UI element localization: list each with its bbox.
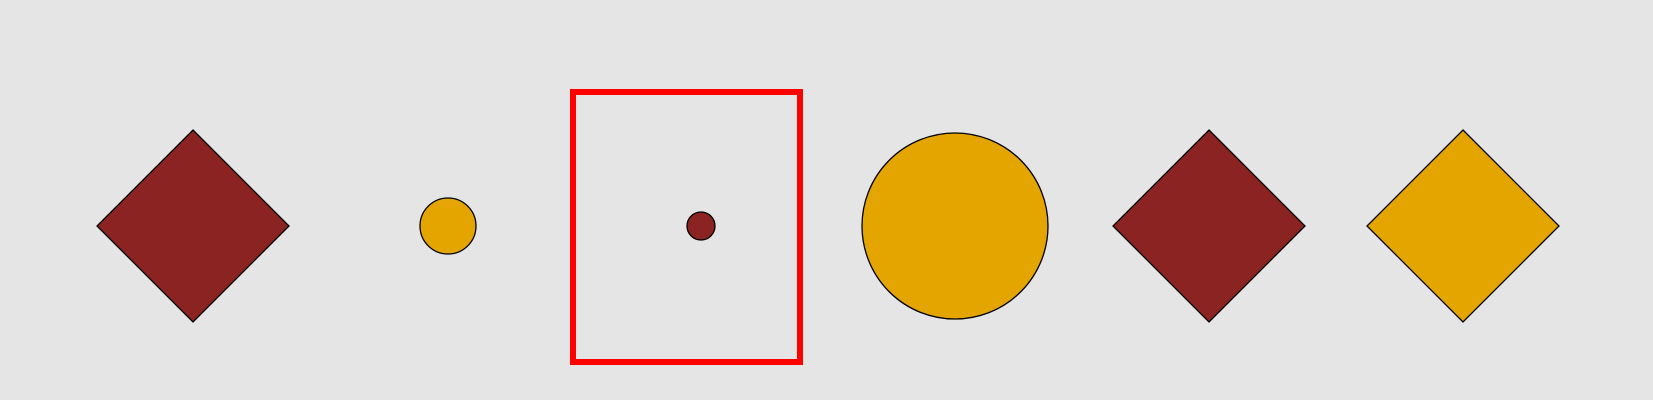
amber-diamond bbox=[1366, 129, 1560, 323]
large-amber-circle bbox=[861, 132, 1049, 320]
dark-red-diamond-1 bbox=[96, 129, 290, 323]
small-amber-circle bbox=[419, 197, 477, 255]
dark-red-diamond-2 bbox=[1112, 129, 1306, 323]
tiny-dark-red-circle bbox=[686, 211, 716, 241]
highlight-box bbox=[570, 89, 803, 365]
